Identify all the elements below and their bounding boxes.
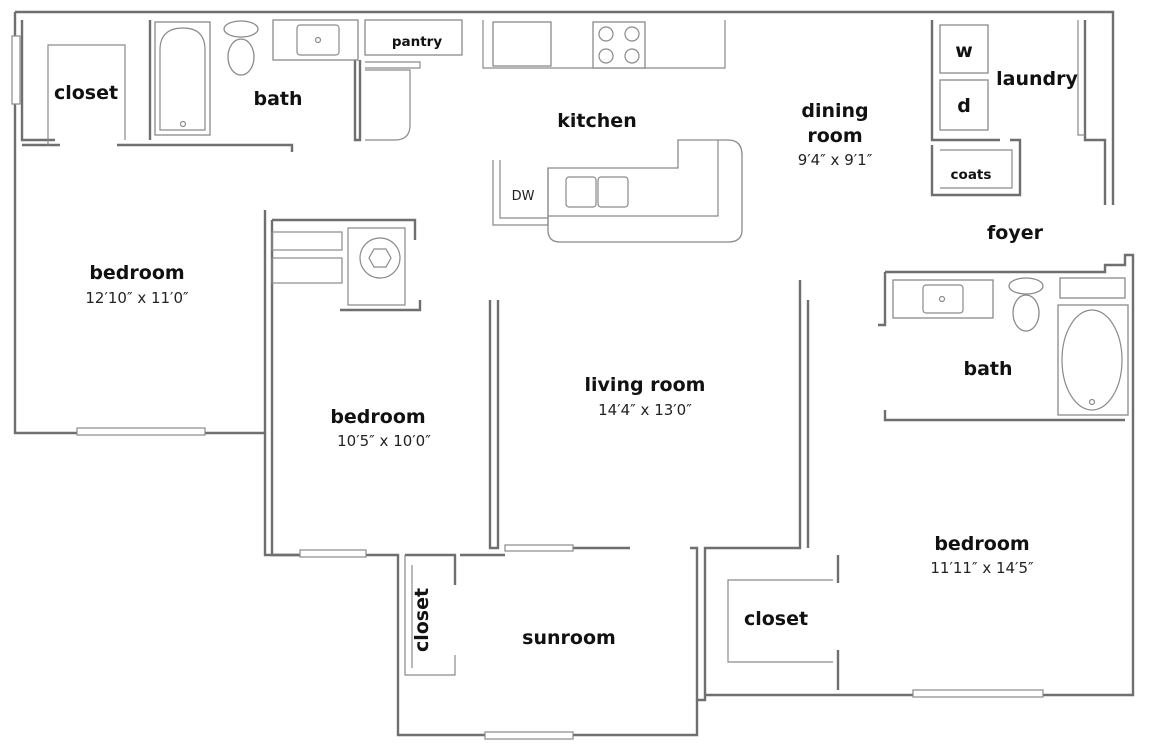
right-sink-drain [938, 295, 946, 303]
dim-bedroom-left: 12′10″ x 11′0″ [85, 289, 189, 307]
label-bath-right: bath [963, 358, 1012, 380]
label-coats: coats [951, 167, 992, 183]
utility-closet [347, 227, 406, 306]
label-bedroom-left: bedroom [89, 262, 184, 284]
island-sink-left [565, 176, 597, 208]
window-sunroom [484, 731, 574, 740]
label-kitchen: kitchen [557, 110, 636, 132]
label-laundry: laundry [996, 68, 1078, 90]
bath-partition [148, 20, 362, 142]
window-left [11, 35, 21, 105]
fridge [365, 69, 411, 141]
tub-drain [179, 120, 187, 128]
window-living-room [504, 544, 574, 552]
label-closet-sunroom: closet [411, 588, 433, 652]
label-bedroom-right: bedroom [934, 533, 1029, 555]
shelf-2 [271, 257, 343, 284]
burner-3 [598, 48, 614, 64]
sink-drain [314, 36, 322, 44]
window-middle-bedroom [299, 549, 367, 558]
sunroom-closet-edge [404, 555, 456, 676]
laundry-wall [930, 20, 1107, 205]
dim-living-room: 14′4″ x 13′0″ [598, 401, 692, 419]
label-dryer: d [957, 95, 971, 117]
bathtub-basin [159, 27, 206, 131]
toilet-bowl [227, 38, 255, 76]
exterior-wall-top [15, 10, 1115, 205]
burner-2 [624, 26, 640, 42]
walls [11, 10, 1135, 737]
water-heater [359, 237, 401, 279]
bathtub-top [154, 21, 211, 136]
label-dining-line2: room [807, 125, 862, 147]
right-tub-basin [1061, 309, 1123, 411]
right-vanity [892, 279, 994, 319]
right-toilet-tank [1008, 277, 1044, 295]
window-right-bedroom [912, 689, 1044, 698]
right-tub-drain [1088, 398, 1096, 406]
laundry-shelf [1077, 20, 1085, 136]
pantry-box [364, 19, 463, 56]
dim-bedroom-right: 11′11″ x 14′5″ [930, 559, 1034, 577]
right-tub-box [1057, 304, 1129, 416]
sunroom-top-wall [405, 546, 699, 700]
coat-closet-rod [940, 149, 1013, 189]
labels: closet bath pantry kitchen DW dining roo… [54, 34, 1079, 652]
kitchen-sink-upper [492, 21, 552, 67]
label-foyer: foyer [987, 222, 1044, 244]
sink-top [296, 24, 340, 56]
middle-bedroom-right-wall [488, 300, 500, 550]
stove [592, 21, 646, 69]
kitchen-island [547, 139, 743, 243]
label-living-room: living room [585, 374, 706, 396]
label-dishwasher: DW [512, 189, 535, 204]
label-dining-line1: dining [801, 100, 868, 122]
pantry-door [365, 61, 421, 69]
right-bedroom-exterior-wall [705, 253, 1135, 697]
closet-shelf [47, 44, 126, 145]
shelf-1 [271, 231, 343, 251]
right-sink [922, 284, 964, 314]
label-bath-top: bath [253, 88, 302, 110]
living-right-wall [703, 280, 810, 695]
dim-dining: 9′4″ x 9′1″ [798, 151, 873, 169]
burner-1 [598, 26, 614, 42]
dim-bedroom-middle: 10′5″ x 10′0″ [337, 432, 431, 450]
right-bath-wall [878, 270, 1125, 422]
label-closet-right: closet [744, 608, 808, 630]
dishwasher-box [492, 160, 549, 226]
right-shelf [1059, 277, 1126, 299]
dryer [939, 79, 989, 131]
windows [76, 427, 1044, 740]
island-sink-right [597, 176, 629, 208]
window-left-bedroom [76, 427, 206, 436]
fixtures [47, 19, 1129, 690]
water-heater-hex [368, 248, 392, 268]
island-counter-edge [548, 140, 719, 217]
label-sunroom: sunroom [522, 627, 616, 649]
burner-4 [624, 48, 640, 64]
toilet-tank [223, 20, 259, 38]
label-washer: w [955, 40, 973, 62]
right-toilet-bowl [1012, 294, 1040, 332]
closet-bath-wall [20, 20, 294, 152]
label-closet-top-left: closet [54, 82, 118, 104]
washer [939, 24, 989, 74]
label-pantry: pantry [392, 34, 442, 50]
right-closet-rod [727, 579, 833, 663]
label-bedroom-middle: bedroom [330, 406, 425, 428]
hall-closet-wall [270, 218, 422, 557]
